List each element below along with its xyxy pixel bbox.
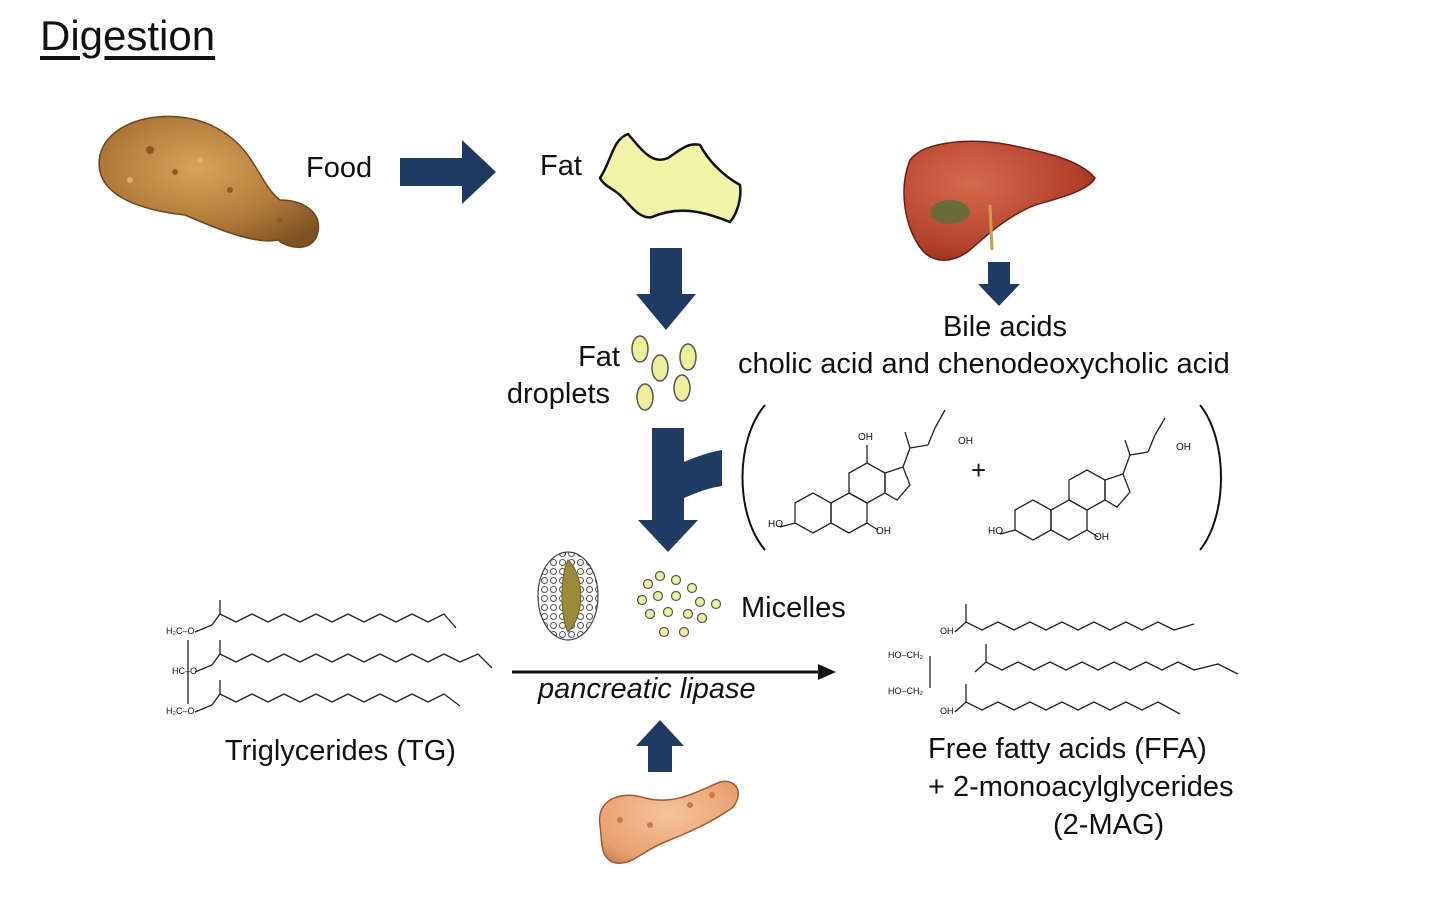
arrow-liver-to-bile [978,262,1020,306]
label-fat-droplets-1: Fat [578,341,620,373]
fat-droplets-icon [631,335,697,411]
liver-icon [903,140,1096,261]
fried-chicken-icon [98,115,320,248]
label-fat: Fat [540,150,582,182]
pancreas-icon [598,780,739,864]
bracket-left [741,404,766,551]
atom-oh-3: OH [876,526,891,537]
atom-oh-ffa-1: OH [940,626,954,636]
bracket-right [1199,404,1222,551]
atom-ho-2: HO [988,526,1003,537]
label-ffa-line3: (2-MAG) [1053,809,1165,841]
arrow-bile-branch [684,450,722,498]
atom-oh-4: OH [1176,442,1191,453]
page-title: Digestion [40,12,216,59]
atom-hoch2-2: HO–CH₂ [888,686,923,696]
micelle-icon [537,551,599,641]
ffa-structure [929,604,1239,715]
arrow-pancreas-to-lipase [636,720,684,772]
reaction-arrow-head [818,664,836,680]
cholic-acid-structure [779,409,946,534]
micelle-dots [636,570,722,638]
atom-ho-1: HO [768,519,783,530]
label-pancreatic-lipase: pancreatic lipase [538,673,756,705]
label-triglycerides: Triglycerides (TG) [225,735,456,767]
label-bile-acids: Bile acids [942,311,1068,343]
chenodeoxycholic-acid-structure [999,417,1166,541]
atom-h2co-2: H₂C–O [166,706,195,716]
arrow-food-to-fat [400,140,496,204]
label-food: Food [306,152,373,184]
atom-oh-2: OH [958,436,973,447]
atom-hoch2-1: HO–CH₂ [888,650,923,660]
atom-h2co-1: H₂C–O [166,626,195,636]
arrow-droplets-to-micelles [638,428,698,552]
label-fat-droplets-2: droplets [506,378,610,410]
label-bile-acid-types: cholic acid and chenodeoxycholic acid [738,348,1230,380]
atom-hco: HC–O [172,666,198,676]
fat-blob [598,132,742,224]
label-micelles: Micelles [741,592,846,624]
triglyceride-structure [187,600,493,713]
label-plus: + [971,455,987,485]
arrow-fat-to-droplets [636,248,696,330]
atom-oh-1: OH [858,432,873,443]
label-ffa-line2: + 2-monoacylglycerides [928,771,1234,803]
atom-oh-ffa-2: OH [940,706,954,716]
atom-oh-5: OH [1094,532,1109,543]
label-ffa-line1: Free fatty acids (FFA) [928,733,1207,765]
